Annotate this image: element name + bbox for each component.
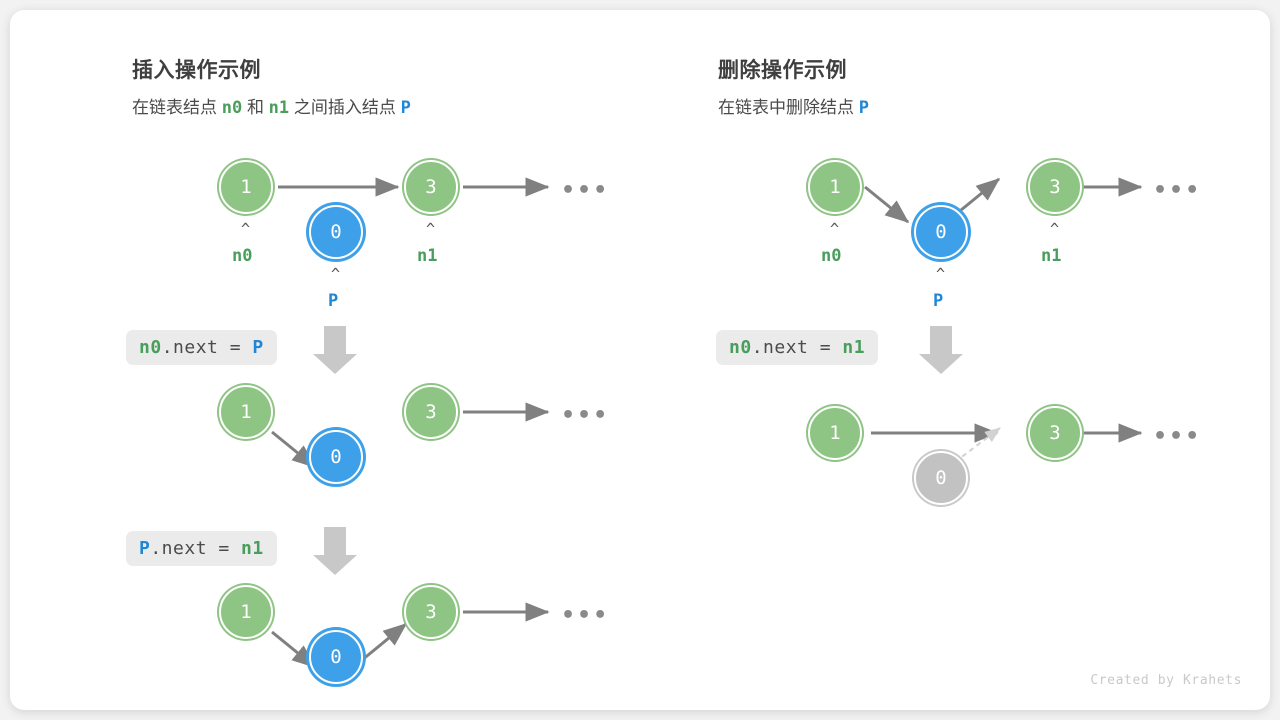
credit-text: Created by Krahets	[1090, 673, 1242, 688]
code-step-insert-1: n0.next = P	[126, 330, 277, 365]
insert-operation-panel: 插入操作示例 在链表结点 n0 和 n1 之间插入结点 P	[10, 10, 640, 710]
ellipsis-dots: •••	[561, 403, 610, 428]
code-rest: .next =	[161, 337, 253, 358]
list-node: 1	[808, 406, 862, 460]
list-node: 0	[309, 430, 363, 484]
pointer-caret-icon: ^	[830, 220, 840, 238]
pointer-label-n0: n0	[821, 246, 842, 266]
ellipsis-dots: •••	[561, 178, 610, 203]
list-node: 3	[404, 585, 458, 639]
subtitle-node-n0: n0	[221, 98, 243, 118]
pointer-caret-icon: ^	[331, 265, 341, 283]
code-operand: P	[252, 337, 264, 358]
code-target: P	[139, 538, 151, 559]
pointer-label-p: P	[933, 291, 944, 311]
list-node: 0	[309, 205, 363, 259]
pointer-label-n1: n1	[417, 246, 438, 266]
list-node: 3	[404, 385, 458, 439]
code-operand: n1	[842, 337, 866, 358]
delete-panel-title: 删除操作示例	[718, 59, 847, 82]
code-step-delete-1: n0.next = n1	[716, 330, 879, 365]
subtitle-text-1: 在链表中删除结点	[718, 98, 859, 117]
list-node: 1	[219, 160, 273, 214]
delete-panel-subtitle: 在链表中删除结点 P	[718, 93, 869, 118]
subtitle-node-n1: n1	[268, 98, 290, 118]
pointer-label-n1: n1	[1041, 246, 1062, 266]
ellipsis-dots: •••	[561, 603, 610, 628]
delete-operation-panel: 删除操作示例 在链表中删除结点 P 1 0 3 ••• ^ n0 ^ P ^ n…	[640, 10, 1270, 710]
pointer-caret-icon: ^	[426, 220, 436, 238]
subtitle-text-3: 之间插入结点	[289, 98, 401, 117]
list-node: 3	[1028, 406, 1082, 460]
pointer-label-p: P	[328, 291, 339, 311]
subtitle-node-p: P	[400, 98, 411, 118]
pointer-label-n0: n0	[232, 246, 253, 266]
list-node: 1	[808, 160, 862, 214]
ellipsis-dots: •••	[1153, 178, 1202, 203]
code-target: n0	[139, 337, 162, 358]
list-node-deleted: 0	[914, 451, 968, 505]
list-node: 1	[219, 585, 273, 639]
ellipsis-dots: •••	[1153, 424, 1202, 449]
code-operand: n1	[241, 538, 264, 559]
code-rest: .next =	[751, 337, 843, 358]
diagram-card: 插入操作示例 在链表结点 n0 和 n1 之间插入结点 P	[10, 10, 1270, 710]
insert-panel-title: 插入操作示例	[132, 59, 261, 82]
list-node: 0	[309, 630, 363, 684]
list-node: 3	[404, 160, 458, 214]
subtitle-text-1: 在链表结点	[132, 98, 222, 117]
code-step-insert-2: P.next = n1	[126, 531, 277, 566]
list-node: 0	[914, 205, 968, 259]
list-node: 1	[219, 385, 273, 439]
insert-panel-subtitle: 在链表结点 n0 和 n1 之间插入结点 P	[132, 93, 411, 118]
code-rest: .next =	[150, 538, 242, 559]
pointer-caret-icon: ^	[1050, 220, 1060, 238]
subtitle-text-2: 和	[242, 98, 269, 117]
code-target: n0	[729, 337, 752, 358]
pointer-caret-icon: ^	[936, 265, 946, 283]
list-node: 3	[1028, 160, 1082, 214]
pointer-caret-icon: ^	[241, 220, 251, 238]
subtitle-node-p: P	[858, 98, 869, 118]
